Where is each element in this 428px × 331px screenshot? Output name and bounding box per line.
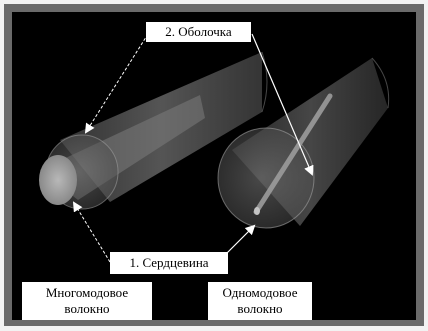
singlemode-fiber-label: Одномодовое волокно	[208, 282, 312, 320]
multimode-core-end	[39, 155, 77, 205]
cladding-label-text: 2. Оболочка	[146, 24, 251, 40]
cladding-label: 2. Оболочка	[146, 22, 251, 42]
multimode-label-line1: Многомодовое	[22, 285, 152, 301]
singlemode-core-end	[254, 207, 260, 215]
multimode-fiber-label: Многомодовое волокно	[22, 282, 152, 320]
multimode-label-line2: волокно	[22, 301, 152, 317]
singlemode-label-line1: Одномодовое	[208, 285, 312, 301]
core-label-text: 1. Сердцевина	[110, 255, 228, 271]
singlemode-label-line2: волокно	[208, 301, 312, 317]
core-label: 1. Сердцевина	[110, 252, 228, 274]
